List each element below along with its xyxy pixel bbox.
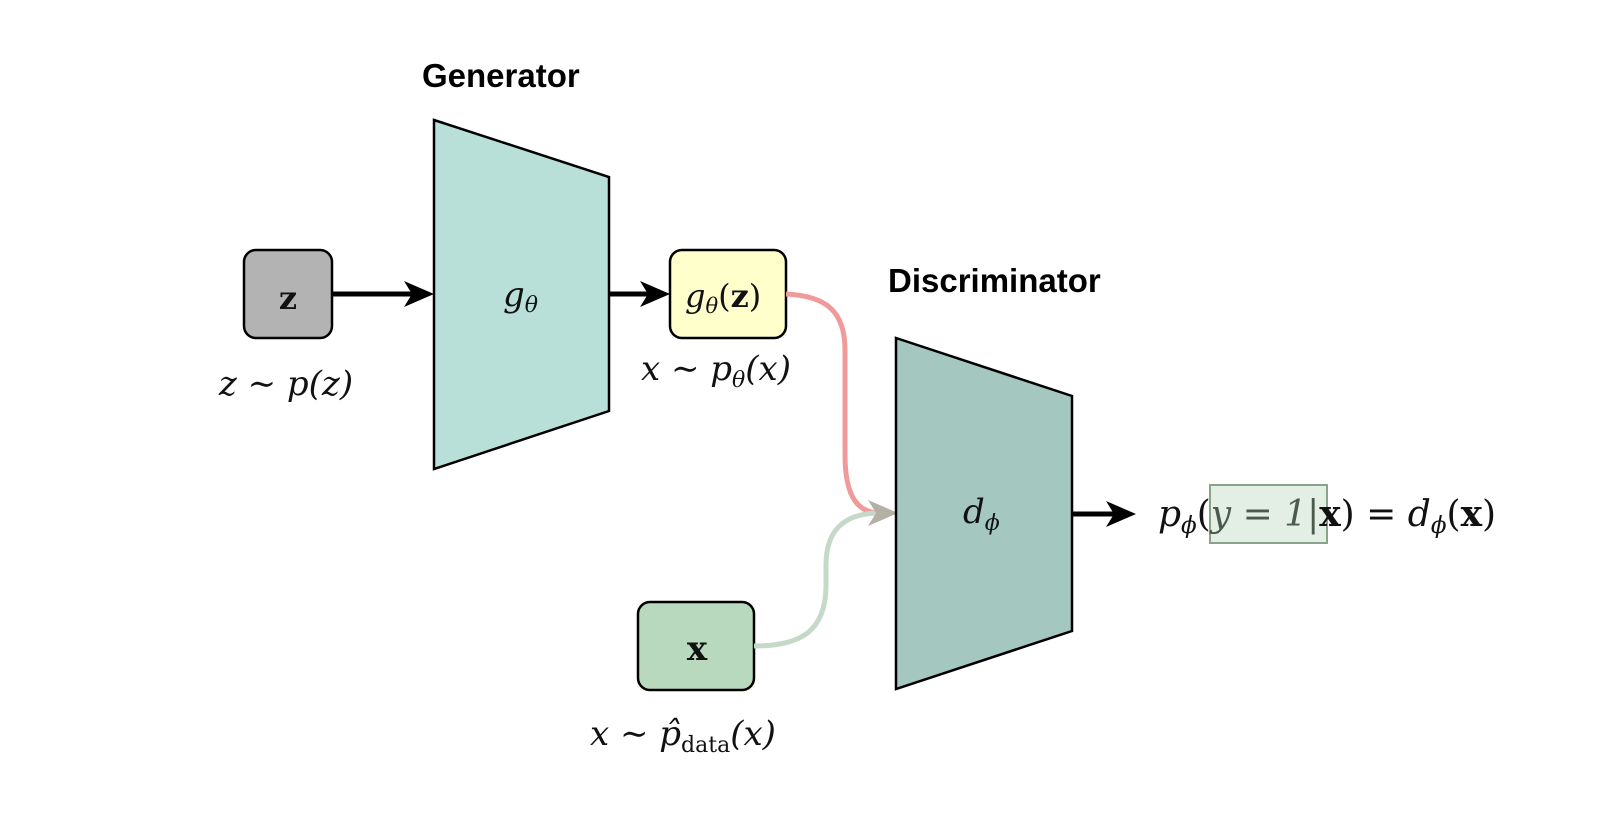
edge-discriminator-to-output-head (1106, 501, 1136, 527)
edge-real-to-discriminator (753, 510, 881, 649)
z-node-label: z (279, 279, 297, 317)
real-data-caption: x ∼ p̂data(x) (590, 714, 776, 758)
generated-caption: x ∼ pθ(x) (641, 349, 791, 393)
edge-z-to-generator-head (404, 281, 434, 307)
generator-title: Generator (422, 57, 580, 94)
z-caption: z ∼ p(z) (218, 364, 353, 404)
merge-arrow-head (868, 500, 898, 526)
generator-symbol: gθ (503, 275, 538, 318)
output-highlight (1209, 484, 1328, 544)
generator-block (432, 118, 611, 471)
discriminator-title: Discriminator (888, 262, 1101, 299)
discriminator-symbol: dϕ (963, 492, 1000, 536)
edge-generator-to-sample-head (640, 281, 670, 307)
discriminator-block (894, 336, 1074, 691)
real-data-label: x (687, 629, 708, 669)
edge-fake-to-discriminator (785, 291, 881, 516)
output-formula: pϕ(y = 1|x) = dϕ(x) (1158, 493, 1496, 539)
generated-sample-label: gθ(z) (685, 277, 761, 318)
